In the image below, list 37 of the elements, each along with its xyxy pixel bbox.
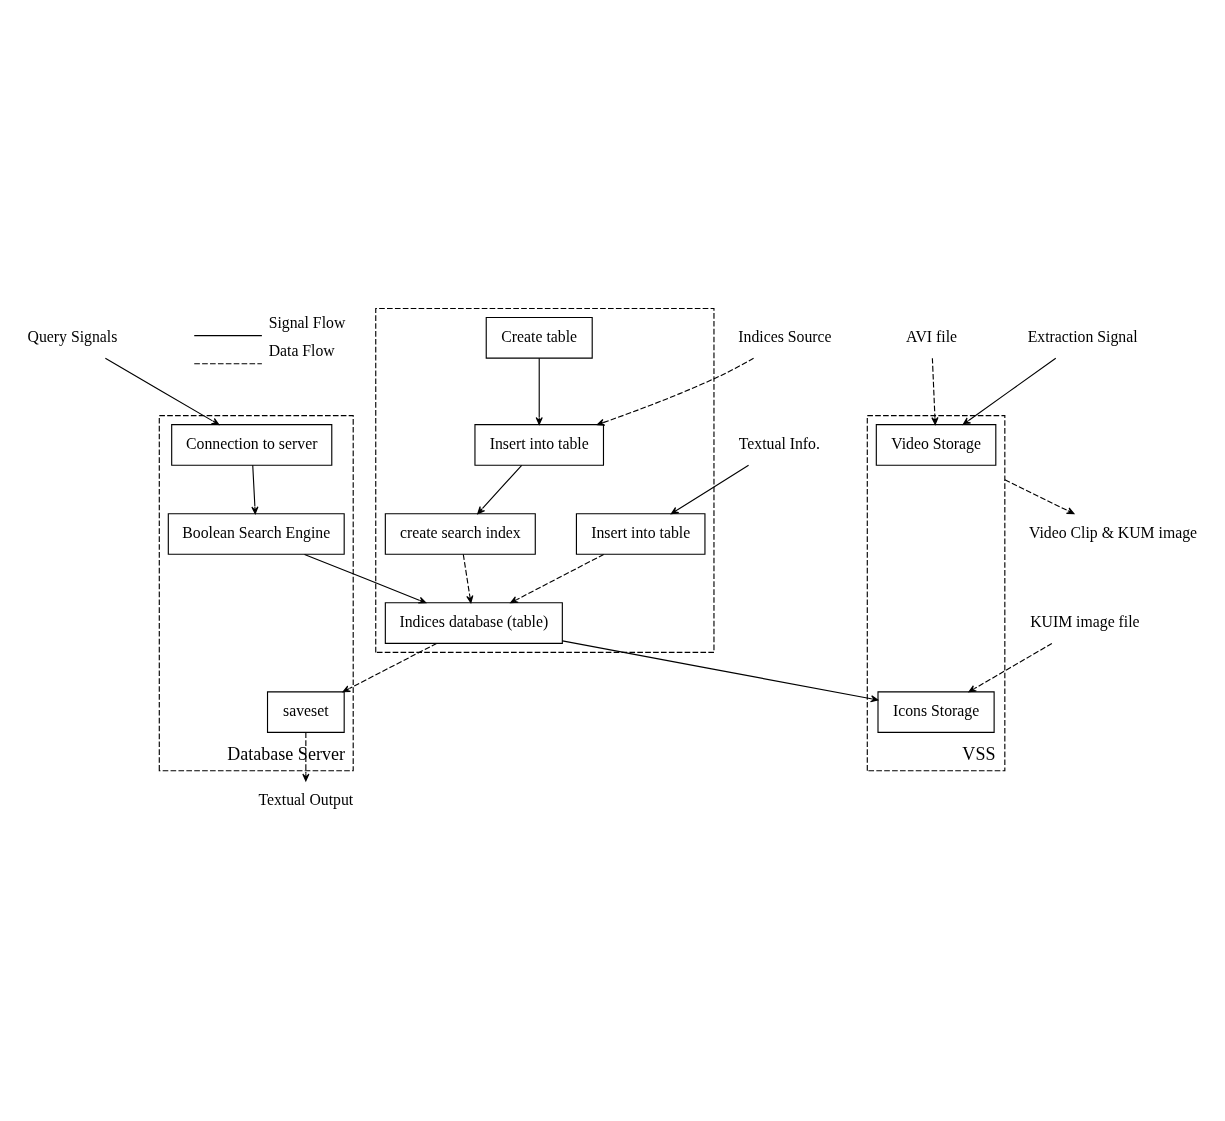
arrow — [561, 640, 879, 703]
legend-label: Signal Flow — [268, 313, 346, 331]
node-box: Video Storage — [875, 424, 997, 466]
arrow — [962, 357, 1057, 425]
arrow — [596, 357, 755, 426]
node-text: Query Signals — [27, 328, 118, 346]
node-box: Connection to server — [171, 424, 333, 466]
legend-label: Data Flow — [268, 342, 335, 360]
arrow — [968, 642, 1053, 693]
node-text: Textual Output — [258, 791, 354, 809]
arrow — [535, 357, 543, 425]
arrow — [670, 464, 750, 515]
node-box: saveset — [266, 691, 345, 733]
node-box: Insert into table — [474, 424, 605, 466]
arrow — [1004, 479, 1075, 515]
arrow — [251, 464, 259, 515]
node-text: KUIM image file — [1030, 613, 1140, 631]
arrow — [477, 464, 523, 515]
cluster — [375, 307, 715, 653]
arrow — [302, 731, 310, 782]
node-text: Indices Source — [738, 328, 832, 346]
node-box: Insert into table — [575, 513, 706, 555]
node-box: create search index — [384, 513, 536, 555]
arrow — [510, 553, 605, 604]
arrow — [342, 642, 438, 693]
arrow — [931, 357, 939, 425]
node-box: Icons Storage — [877, 691, 995, 733]
arrow — [104, 357, 220, 426]
node-text: Textual Info. — [738, 435, 820, 453]
node-text: Video Clip & KUM image — [1029, 524, 1198, 542]
node-box: Create table — [485, 317, 593, 359]
node-box: Boolean Search Engine — [167, 513, 345, 555]
node-text: Extraction Signal — [1027, 328, 1138, 346]
arrow — [462, 553, 474, 604]
node-box: Indices database (table) — [384, 602, 563, 644]
arrow — [303, 553, 427, 604]
node-text: AVI file — [906, 328, 958, 346]
